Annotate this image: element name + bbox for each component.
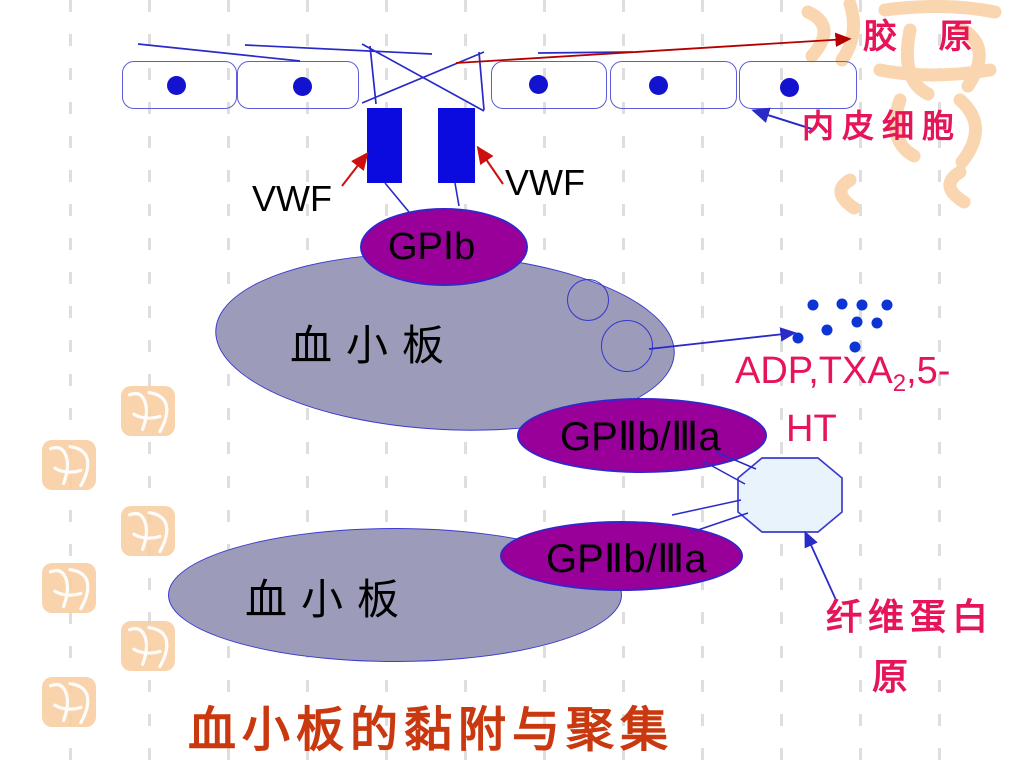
platelet-lower-label: 血小板 — [245, 576, 414, 623]
slide-title: 血小板的黏附与聚集 — [188, 704, 675, 757]
gp2b3a-fibrinogen-connectors — [671, 451, 757, 533]
vwf-molecule-rect — [367, 108, 402, 183]
seal-stamp-icon — [42, 563, 96, 613]
endothelial-cells-label: 内皮细胞 — [802, 108, 963, 144]
mediators-subscript: 2 — [892, 370, 907, 397]
vwf-right-label: VWF — [505, 162, 585, 203]
vwf-left-pointer-arrow — [341, 151, 369, 187]
gp1b-label: GPⅠb — [388, 226, 476, 268]
gp2b3a-receptor-upper-shape — [517, 398, 767, 473]
endothelial-cell — [122, 61, 237, 109]
cell-nucleus-dot — [167, 76, 186, 95]
mediators-label: ADP,TXA2,5- — [735, 350, 951, 397]
dashed-guide-line — [938, 0, 941, 765]
vwf-gp1b-connectors — [384, 182, 460, 213]
granule-circle — [567, 279, 609, 321]
granule-circle — [601, 320, 653, 372]
endothelium-pointer-arrow — [751, 107, 813, 130]
seal-stamp-icon — [121, 506, 175, 556]
fibrinogen-label-line1: 纤维蛋白 — [826, 596, 995, 637]
endothelial-cell — [491, 61, 607, 109]
gp2b3a-lower-label: GPⅡb/Ⅲa — [546, 537, 707, 581]
dashed-guide-line — [859, 0, 862, 765]
platelet-upper-label: 血小板 — [290, 322, 459, 369]
gp1b-receptor-shape — [360, 208, 528, 286]
gp2b3a-receptor-lower-shape — [500, 521, 743, 591]
fibrinogen-label-line2: 原 — [872, 656, 909, 697]
dashed-guide-line — [701, 0, 704, 765]
vwf-left-label: VWF — [252, 178, 332, 219]
mediators-prefix: ADP,TXA — [735, 350, 893, 392]
large-seal-decoration-icon — [801, 0, 1002, 215]
seal-stamp-icon — [42, 677, 96, 727]
endothelial-cell — [610, 61, 737, 109]
fibrinogen-pointer-arrow — [804, 530, 837, 601]
mediators-suffix: ,5- — [906, 350, 951, 392]
cell-nucleus-dot — [293, 77, 312, 96]
fibrinogen-octagon-shape — [737, 457, 843, 533]
vwf-molecule-rect — [438, 108, 475, 183]
cell-nucleus-dot — [649, 76, 668, 95]
seal-stamp-icon — [42, 440, 96, 490]
cell-nucleus-dot — [780, 78, 799, 97]
endothelial-cell — [739, 61, 857, 109]
gp2b3a-upper-label: GPⅡb/Ⅲa — [560, 415, 721, 459]
dashed-guide-line — [148, 0, 151, 765]
seal-stamp-icon — [121, 621, 175, 671]
dashed-guide-line — [780, 0, 783, 765]
vwf-right-pointer-arrow — [476, 145, 504, 185]
cell-nucleus-dot — [529, 75, 548, 94]
mediators-label-line2: HT — [786, 408, 837, 450]
dashed-guide-line — [69, 0, 72, 765]
collagen-label: 胶 原 — [863, 18, 989, 56]
mediator-dots — [792, 298, 893, 353]
granule-release-arrow — [648, 327, 797, 350]
collagen-fiber-lines — [137, 43, 634, 112]
collagen-pointer-arrow — [455, 32, 852, 64]
seal-stamp-icon — [121, 386, 175, 436]
dashed-guide-line — [227, 0, 230, 765]
